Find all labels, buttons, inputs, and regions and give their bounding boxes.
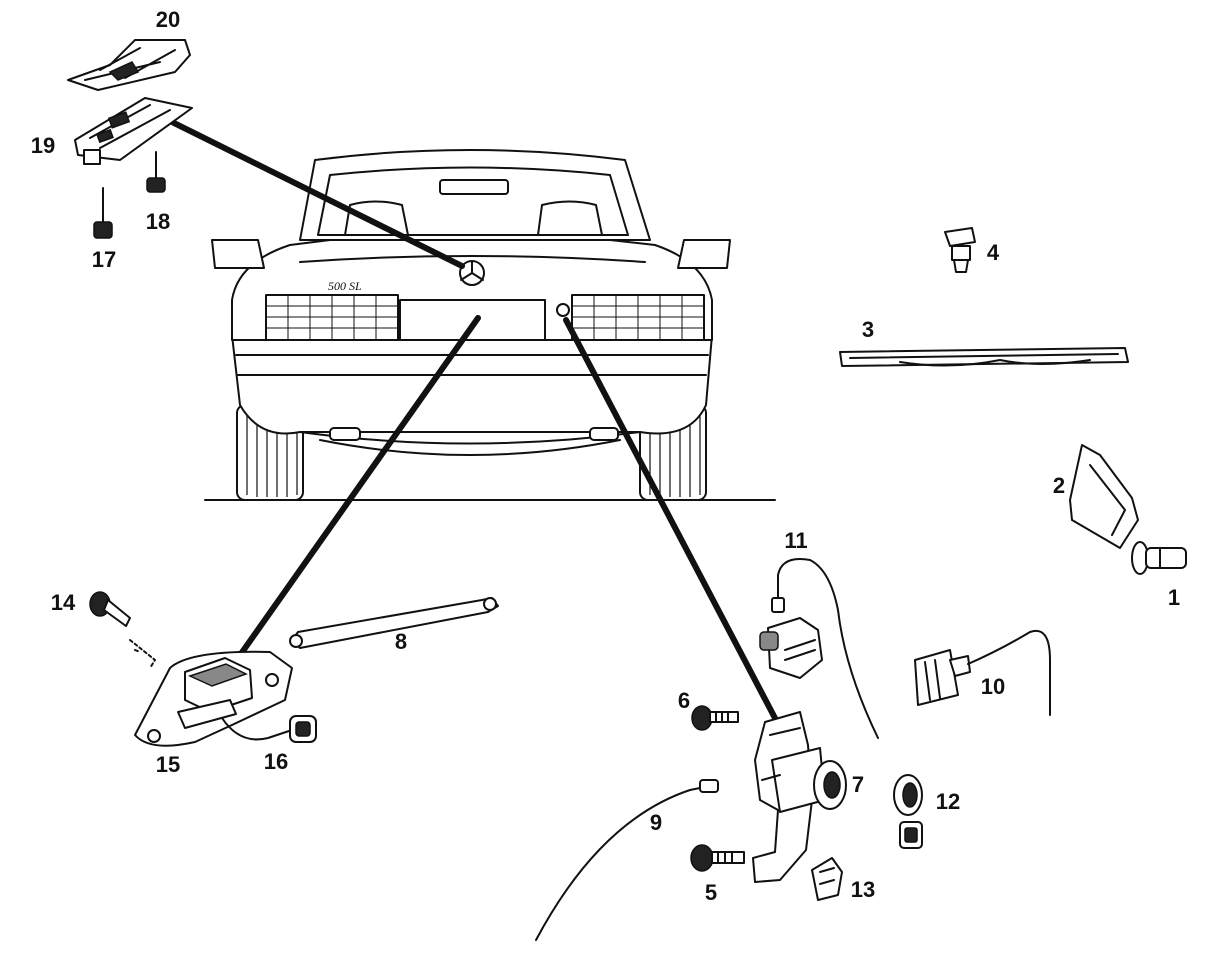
callout-6: 6 <box>677 688 691 713</box>
part-19-lock-plate <box>74 97 193 165</box>
callout-2: 2 <box>1052 473 1066 498</box>
part-9-cable <box>535 779 719 941</box>
part-11-vacuum-actuator <box>759 558 879 739</box>
callout-5: 5 <box>704 880 718 905</box>
part-13-clip <box>811 857 843 901</box>
right-tail-light <box>571 294 705 341</box>
part-17-bolt <box>93 187 113 239</box>
callout-16: 16 <box>263 749 289 774</box>
callout-10: 10 <box>980 674 1006 699</box>
part-3-seal-strip <box>839 347 1129 367</box>
part-5-screw <box>690 844 745 872</box>
part-16-wiring <box>221 715 317 743</box>
part-12-grommet <box>893 774 923 849</box>
callout-8: 8 <box>394 629 408 654</box>
left-tail-light <box>265 294 399 341</box>
callout-1: 1 <box>1167 585 1181 610</box>
car-rear-view: 500 SL <box>204 149 776 501</box>
part-18-bolt <box>146 151 166 193</box>
part-4-clip <box>944 227 976 273</box>
part-20-cover-plate <box>67 39 191 91</box>
part-15-trunk-latch <box>134 650 293 747</box>
callout-4: 4 <box>986 240 1000 265</box>
callout-13: 13 <box>850 877 876 902</box>
callout-19: 19 <box>30 133 56 158</box>
callout-14: 14 <box>50 590 76 615</box>
callout-17: 17 <box>91 247 117 272</box>
part-7-lock-mechanism <box>752 711 847 883</box>
callout-20: 20 <box>155 7 181 32</box>
part-8-rod <box>289 597 499 649</box>
callout-15: 15 <box>155 752 181 777</box>
part-10-connector <box>914 629 1051 716</box>
model-badge: 500 SL <box>328 279 362 293</box>
callout-18: 18 <box>145 209 171 234</box>
callout-12: 12 <box>935 789 961 814</box>
callout-11: 11 <box>784 528 808 553</box>
part-6-screw <box>691 705 739 731</box>
part-2-cover <box>1069 444 1139 549</box>
part-14-bolt <box>89 591 156 669</box>
leader-lines <box>165 117 779 723</box>
part-1-push-pin <box>1131 541 1187 575</box>
callout-3: 3 <box>861 317 875 342</box>
callout-7: 7 <box>851 772 865 797</box>
callout-9: 9 <box>649 810 663 835</box>
